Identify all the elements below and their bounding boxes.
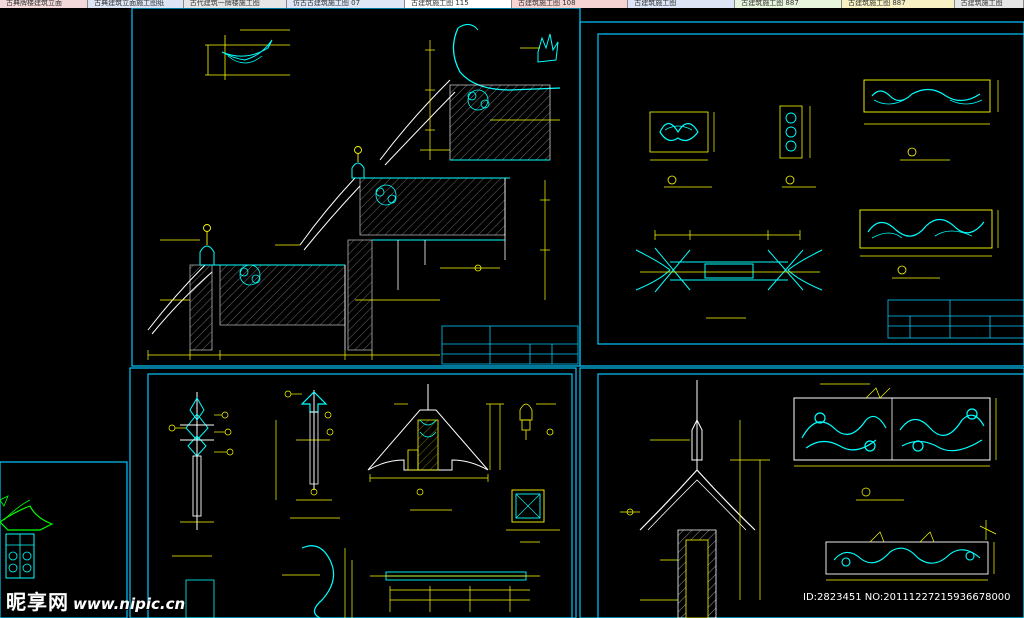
title-block-top-right (887, 299, 1024, 339)
file-tab-8[interactable]: 古建筑施工图 887 (842, 0, 955, 8)
file-tab-6[interactable]: 古建筑施工图 (628, 0, 736, 8)
image-id-stamp: ID:2823451 NO:20111227215936678000 (803, 592, 1011, 603)
file-tab-4[interactable]: 古建筑施工图 115 (405, 0, 512, 8)
sheet-frames (0, 8, 1024, 618)
pavilion-thumbnail (0, 495, 54, 579)
watermark-url: www.nipic.cn (73, 595, 186, 613)
file-tab-2[interactable]: 古代建筑一牌楼施工图 (183, 0, 287, 8)
file-tab-3[interactable]: 仿古古建筑施工图 07 (286, 0, 406, 8)
main-elevation-drawing (147, 24, 561, 360)
file-tab-0[interactable]: 古典牌楼建筑立面 (0, 0, 89, 8)
title-block-top-left (441, 325, 579, 365)
file-tab-7[interactable]: 古建筑施工图 887 (735, 0, 843, 8)
ornament-details-sheet (635, 79, 999, 319)
cad-drawing-canvas[interactable] (0, 8, 1024, 618)
tower-and-frieze-sheet (620, 380, 997, 618)
file-tab-1[interactable]: 古典建筑立面施工图纸 (88, 0, 184, 8)
file-tab-5[interactable]: 古建筑施工图 108 (512, 0, 629, 8)
column-details-sheet (168, 384, 560, 618)
watermark-cn-text: 昵享网 (6, 590, 69, 614)
file-tab-bar: 古典牌楼建筑立面 古典建筑立面施工图纸 古代建筑一牌楼施工图 仿古古建筑施工图 … (0, 0, 1024, 8)
file-tab-9[interactable]: 古建筑施工图 (954, 0, 1024, 8)
